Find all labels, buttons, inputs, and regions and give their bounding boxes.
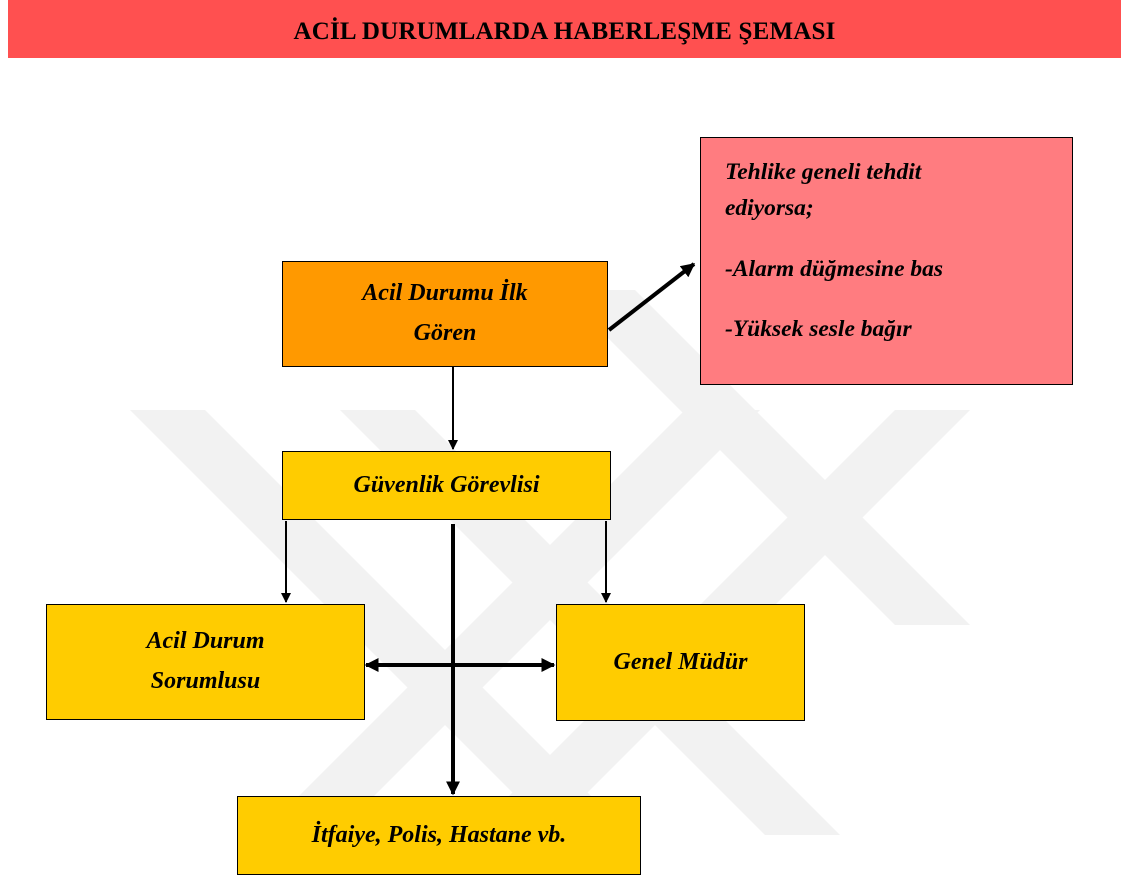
arrow-first-seen-to-warning: [607, 262, 696, 332]
node-warning-line4: -Yüksek sesle bağır: [725, 316, 912, 343]
node-general-manager: Genel Müdür: [556, 604, 805, 721]
node-first-seen-line2: Gören: [413, 320, 477, 346]
node-general-manager-label: Genel Müdür: [613, 648, 748, 675]
node-services: İtfaiye, Polis, Hastane vb.: [237, 796, 641, 875]
node-warning: Tehlike geneli tehdit ediyorsa; -Alarm d…: [700, 137, 1073, 385]
title-bar: ACİL DURUMLARDA HABERLEŞME ŞEMASI: [8, 0, 1121, 58]
node-warning-line1: Tehlike geneli tehdit: [725, 159, 922, 185]
node-first-seen-line1: Acil Durumu İlk: [362, 280, 528, 307]
node-emergency-officer: Acil Durum Sorumlusu: [46, 604, 365, 720]
node-emergency-officer-line2: Sorumlusu: [150, 668, 261, 694]
node-emergency-officer-line1: Acil Durum: [146, 628, 265, 655]
page-title: ACİL DURUMLARDA HABERLEŞME ŞEMASI: [293, 18, 836, 45]
node-first-seen: Acil Durumu İlk Gören: [282, 261, 608, 367]
node-warning-line2: ediyorsa;: [725, 195, 814, 222]
node-warning-line3: -Alarm düğmesine bas: [725, 255, 944, 282]
node-security-label: Güvenlik Görevlisi: [353, 471, 540, 498]
node-services-label: İtfaiye, Polis, Hastane vb.: [311, 821, 567, 848]
node-security: Güvenlik Görevlisi: [282, 451, 611, 520]
